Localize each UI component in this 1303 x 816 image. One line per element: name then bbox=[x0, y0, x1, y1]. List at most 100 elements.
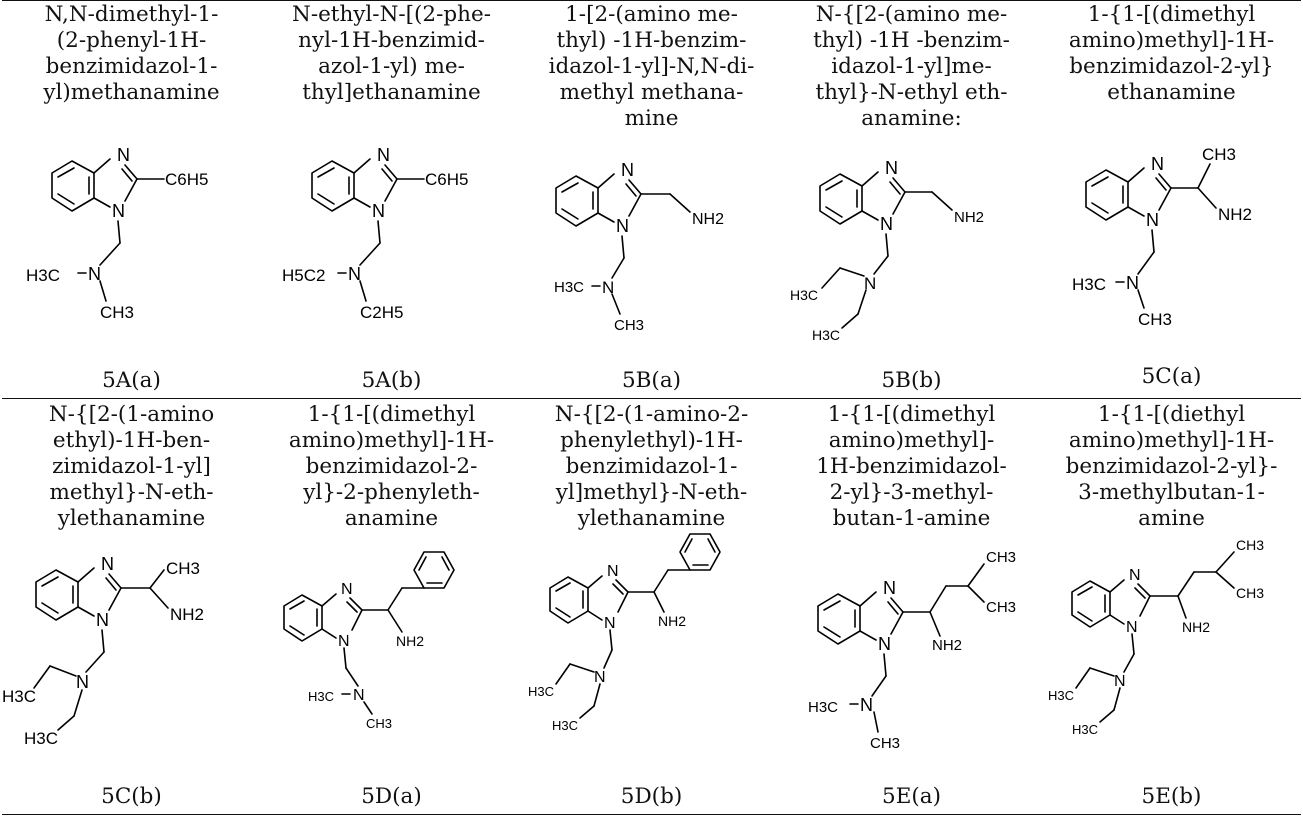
compound-cell-5Ca: 1-{1-[(dimethyl amino)methyl]-1H- benzim… bbox=[1042, 0, 1301, 398]
compound-cell-5Ea: 1-{1-[(dimethyl amino)methyl]- 1H-benzim… bbox=[782, 400, 1041, 814]
amine-nitrogen-label: N bbox=[602, 278, 614, 297]
compound-cell-5Da: 1-{1-[(dimethyl amino)methyl]-1H- benzim… bbox=[262, 400, 521, 814]
compound-cell-5Db: N-{[2-(1-amino-2- phenylethyl)-1H- benzi… bbox=[522, 400, 781, 814]
structure-5Aa: N N C6H5 N H3C CH3 bbox=[26, 145, 208, 322]
ring-nitrogen-label: N bbox=[377, 145, 390, 165]
ring-nitrogen-label: N bbox=[96, 610, 109, 630]
ring-nitrogen-label: N bbox=[112, 201, 125, 221]
compound-label: 5C(b) bbox=[101, 784, 162, 809]
ring-nitrogen-label: N bbox=[885, 158, 898, 178]
compound-name: 1-{1-[(dimethyl amino)methyl]- 1H-benzim… bbox=[816, 402, 1007, 531]
compound-label: 5D(a) bbox=[361, 784, 422, 809]
compound-label: 5A(b) bbox=[361, 368, 422, 393]
compound-name: N-ethyl-N-[(2-phe- nyl-1H-benzimid- azol… bbox=[292, 2, 491, 105]
structure-5Ea: N N CH3 CH3 NH2 N H3C CH3 bbox=[808, 549, 1016, 752]
substituent-label: NH2 bbox=[170, 605, 204, 624]
compound-name: 1-[2-(amino me- thyl) -1H-benzim- idazol… bbox=[548, 2, 755, 131]
substituent-label: C6H5 bbox=[165, 170, 208, 189]
amine-nitrogen-label: N bbox=[864, 274, 876, 293]
amine-nitrogen-label: N bbox=[348, 264, 361, 284]
structure-5Ca: N N CH3 NH2 N H3C CH3 bbox=[1072, 145, 1252, 329]
left-group-label: H3C bbox=[1048, 688, 1074, 703]
compound-label: 5B(b) bbox=[881, 368, 942, 393]
structure-5Db: N N NH2 N H3C H3C bbox=[528, 533, 721, 733]
ring-nitrogen-label: N bbox=[880, 214, 893, 234]
compound-name: 1-{1-[(dimethyl amino)methyl]-1H- benzim… bbox=[1068, 2, 1275, 105]
left-group-label: H5C2 bbox=[282, 266, 325, 285]
amine-nitrogen-label: N bbox=[1114, 673, 1126, 690]
lower-group-label: H3C bbox=[552, 718, 578, 733]
compound-label: 5D(b) bbox=[620, 784, 683, 809]
lower-group-label: H3C bbox=[812, 327, 840, 343]
left-group-label: H3C bbox=[308, 689, 334, 704]
ring-nitrogen-label: N bbox=[341, 581, 353, 598]
structure-5Ab: N N C6H5 N H5C2 C2H5 bbox=[282, 145, 468, 322]
structure-5Ba: N N NH2 N H3C CH3 bbox=[554, 160, 724, 334]
lower-group-label: CH3 bbox=[614, 317, 644, 334]
compound-cell-5Bb: N-{[2-(amino me- thyl) -1H -benzim- idaz… bbox=[782, 0, 1041, 398]
methyl-label: CH3 bbox=[166, 559, 200, 578]
lower-group-label: H3C bbox=[24, 729, 58, 748]
substituent-label: NH2 bbox=[658, 613, 686, 629]
ring-nitrogen-label: N bbox=[878, 634, 891, 654]
substituent-label: NH2 bbox=[1182, 619, 1210, 635]
lower-group-label: C2H5 bbox=[360, 303, 403, 322]
left-group-label: H3C bbox=[1072, 275, 1106, 294]
amine-nitrogen-label: N bbox=[88, 264, 101, 284]
structure-5Bb: N N NH2 N H3C H3C bbox=[790, 158, 984, 343]
row-divider-rule bbox=[2, 398, 1301, 399]
ring-nitrogen-label: N bbox=[372, 201, 385, 221]
lower-group-label: CH3 bbox=[1138, 310, 1172, 329]
left-group-label: H3C bbox=[2, 687, 36, 706]
compound-name: N-{[2-(1-amino ethyl)-1H-ben- zimidazol-… bbox=[48, 402, 215, 531]
ring-nitrogen-label: N bbox=[338, 633, 350, 650]
substituent-label: NH2 bbox=[692, 211, 724, 228]
substituent-label: NH2 bbox=[396, 633, 424, 649]
compound-name: N-{[2-(amino me- thyl) -1H -benzim- idaz… bbox=[813, 2, 1010, 131]
lower-group-label: H3C bbox=[1072, 722, 1098, 737]
lower-group-label: CH3 bbox=[100, 303, 134, 322]
compound-name: N-{[2-(1-amino-2- phenylethyl)-1H- benzi… bbox=[554, 402, 749, 531]
compound-cell-5Ba: 1-[2-(amino me- thyl) -1H-benzim- idazol… bbox=[522, 0, 781, 398]
methyl-label: CH3 bbox=[986, 549, 1016, 566]
ring-nitrogen-label: N bbox=[1129, 567, 1141, 584]
compound-name: N,N-dimethyl-1- (2-phenyl-1H- benzimidaz… bbox=[43, 2, 220, 105]
compound-label: 5A(a) bbox=[102, 368, 161, 393]
substituent-label: NH2 bbox=[1218, 205, 1252, 224]
substituent-label: C6H5 bbox=[425, 170, 468, 189]
methyl-label: CH3 bbox=[986, 599, 1016, 616]
ring-nitrogen-label: N bbox=[117, 145, 130, 165]
amine-nitrogen-label: N bbox=[860, 695, 873, 715]
lower-group-label: CH3 bbox=[366, 716, 392, 731]
ring-nitrogen-label: N bbox=[1146, 210, 1159, 230]
ring-nitrogen-label: N bbox=[607, 563, 619, 580]
compound-label: 5B(a) bbox=[621, 368, 682, 393]
lower-group-label: CH3 bbox=[870, 735, 900, 752]
compound-cell-5Cb: N-{[2-(1-amino ethyl)-1H-ben- zimidazol-… bbox=[2, 400, 261, 814]
substituent-label: NH2 bbox=[954, 209, 984, 226]
compound-name: 1-{1-[(dimethyl amino)methyl]-1H- benzim… bbox=[288, 402, 495, 531]
amine-nitrogen-label: N bbox=[594, 669, 606, 686]
ring-nitrogen-label: N bbox=[1151, 154, 1164, 174]
amine-nitrogen-label: N bbox=[76, 672, 89, 692]
methyl-label: CH3 bbox=[1202, 145, 1236, 164]
structure-5Cb: N N CH3 NH2 N H3C H3C bbox=[2, 554, 204, 748]
methyl-label: CH3 bbox=[1236, 585, 1264, 601]
ring-nitrogen-label: N bbox=[621, 160, 634, 180]
left-group-label: H3C bbox=[528, 684, 554, 699]
ring-nitrogen-label: N bbox=[616, 216, 629, 236]
ring-nitrogen-label: N bbox=[883, 578, 896, 598]
amine-nitrogen-label: N bbox=[1126, 273, 1139, 293]
left-group-label: H3C bbox=[808, 699, 838, 716]
table-bottom-rule bbox=[2, 814, 1301, 815]
left-group-label: H3C bbox=[26, 266, 60, 285]
compound-cell-5Aa: N,N-dimethyl-1- (2-phenyl-1H- benzimidaz… bbox=[2, 0, 261, 398]
structure-5Da: N N NH2 N H3C CH3 bbox=[283, 551, 455, 731]
ring-nitrogen-label: N bbox=[1126, 619, 1138, 636]
ring-nitrogen-label: N bbox=[604, 615, 616, 632]
compound-label: 5E(b) bbox=[1141, 784, 1202, 809]
compound-cell-5Ab: N-ethyl-N-[(2-phe- nyl-1H-benzimid- azol… bbox=[262, 0, 521, 398]
left-group-label: H3C bbox=[554, 279, 584, 296]
compound-name: 1-{1-[(diethyl amino)methyl]-1H- benzimi… bbox=[1065, 402, 1278, 531]
